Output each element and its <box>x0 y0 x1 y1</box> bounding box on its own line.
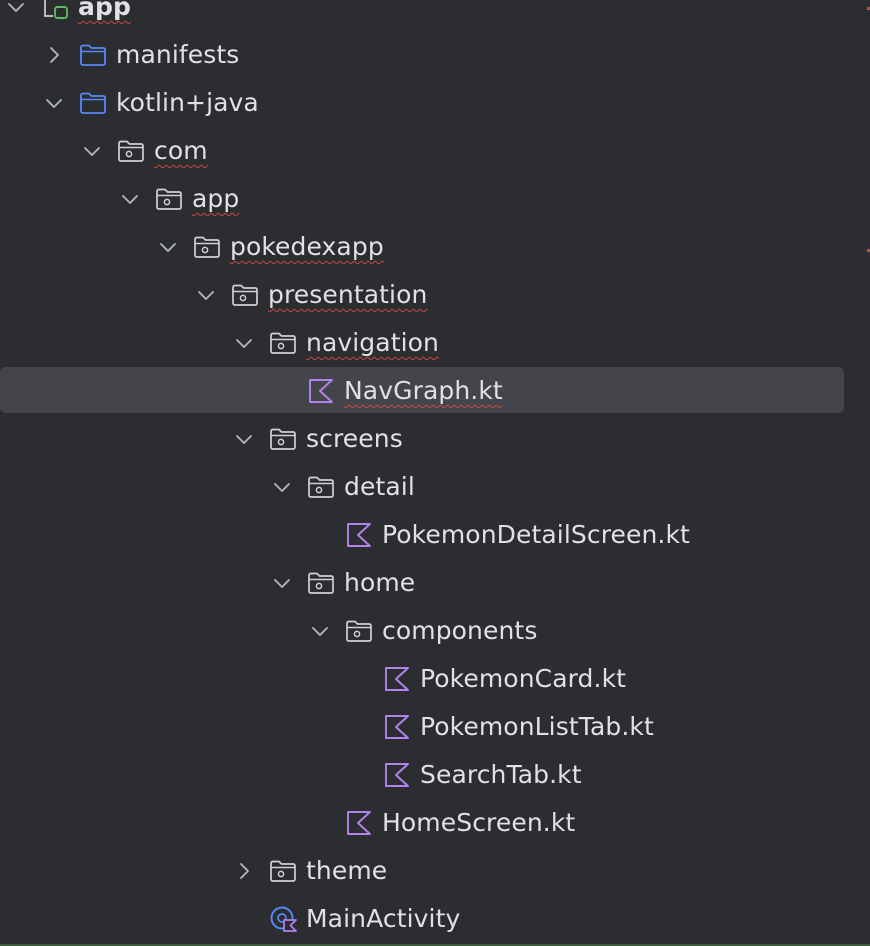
tree-row[interactable]: app <box>0 175 870 223</box>
tree-item-label: SearchTab.kt <box>420 760 582 789</box>
chevron-down-icon[interactable] <box>270 475 294 499</box>
tree-row[interactable]: presentation <box>0 271 870 319</box>
tree-item-label: HomeScreen.kt <box>382 808 576 837</box>
tree-item-label: kotlin+java <box>116 88 259 117</box>
chevron-down-icon[interactable] <box>308 619 332 643</box>
tree-row[interactable]: com <box>0 127 870 175</box>
kotlin-file-icon <box>344 520 374 550</box>
kotlin-file-icon <box>382 712 412 742</box>
package-icon <box>306 472 336 502</box>
chevron-down-icon[interactable] <box>232 427 256 451</box>
package-icon <box>230 280 260 310</box>
tree-item-label: PokemonCard.kt <box>420 664 627 693</box>
error-marker <box>867 7 870 10</box>
tree-row[interactable]: app <box>0 0 870 31</box>
chevron-right-icon[interactable] <box>232 859 256 883</box>
tree-row[interactable]: PokemonListTab.kt <box>0 703 870 751</box>
tree-item-label: screens <box>306 424 403 453</box>
folder-icon <box>78 40 108 70</box>
tree-item-label: app <box>192 184 240 213</box>
tree-row[interactable]: HomeScreen.kt <box>0 799 870 847</box>
kotlin-file-icon <box>344 808 374 838</box>
bottom-border <box>0 944 870 946</box>
tree-row[interactable]: theme <box>0 847 870 895</box>
module-icon <box>40 0 70 22</box>
package-icon <box>116 136 146 166</box>
kotlin-file-icon <box>382 664 412 694</box>
package-icon <box>154 184 184 214</box>
package-icon <box>306 568 336 598</box>
package-icon <box>192 232 222 262</box>
activity-icon <box>268 904 298 934</box>
package-icon <box>268 328 298 358</box>
tree-row[interactable]: SearchTab.kt <box>0 751 870 799</box>
folder-icon <box>78 88 108 118</box>
chevron-down-icon[interactable] <box>194 283 218 307</box>
tree-item-label: MainActivity <box>306 904 461 933</box>
tree-row[interactable]: detail <box>0 463 870 511</box>
tree-item-label: detail <box>344 472 415 501</box>
tree-item-label: home <box>344 568 416 597</box>
error-marker <box>867 249 870 252</box>
tree-item-label: pokedexapp <box>230 232 384 261</box>
chevron-down-icon[interactable] <box>118 187 142 211</box>
tree-item-label: presentation <box>268 280 428 309</box>
tree-row[interactable]: kotlin+java <box>0 79 870 127</box>
tree-item-label: NavGraph.kt <box>344 376 503 405</box>
tree-row[interactable]: home <box>0 559 870 607</box>
chevron-down-icon[interactable] <box>156 235 180 259</box>
tree-row[interactable]: manifests <box>0 31 870 79</box>
package-icon <box>344 616 374 646</box>
tree-item-label: PokemonListTab.kt <box>420 712 654 741</box>
tree-item-label: theme <box>306 856 388 885</box>
chevron-down-icon[interactable] <box>4 0 28 19</box>
kotlin-file-icon <box>306 376 336 406</box>
kotlin-file-icon <box>382 760 412 790</box>
tree-row[interactable]: NavGraph.kt <box>0 367 870 415</box>
package-icon <box>268 424 298 454</box>
selection-highlight <box>0 367 844 413</box>
tree-row[interactable]: PokemonDetailScreen.kt <box>0 511 870 559</box>
tree-row[interactable]: MainActivity <box>0 895 870 943</box>
package-icon <box>268 856 298 886</box>
tree-row[interactable]: navigation <box>0 319 870 367</box>
chevron-right-icon[interactable] <box>42 43 66 67</box>
tree-item-label: manifests <box>116 40 240 69</box>
chevron-down-icon[interactable] <box>232 331 256 355</box>
chevron-down-icon[interactable] <box>270 571 294 595</box>
tree-row[interactable]: components <box>0 607 870 655</box>
chevron-down-icon[interactable] <box>42 91 66 115</box>
tree-row[interactable]: PokemonCard.kt <box>0 655 870 703</box>
chevron-down-icon[interactable] <box>80 139 104 163</box>
tree-item-label: PokemonDetailScreen.kt <box>382 520 690 549</box>
tree-item-label: com <box>154 136 208 165</box>
tree-row[interactable]: screens <box>0 415 870 463</box>
tree-item-label: navigation <box>306 328 439 357</box>
tree-item-label: components <box>382 616 538 645</box>
tree-row[interactable]: pokedexapp <box>0 223 870 271</box>
tree-item-label: app <box>78 0 131 21</box>
